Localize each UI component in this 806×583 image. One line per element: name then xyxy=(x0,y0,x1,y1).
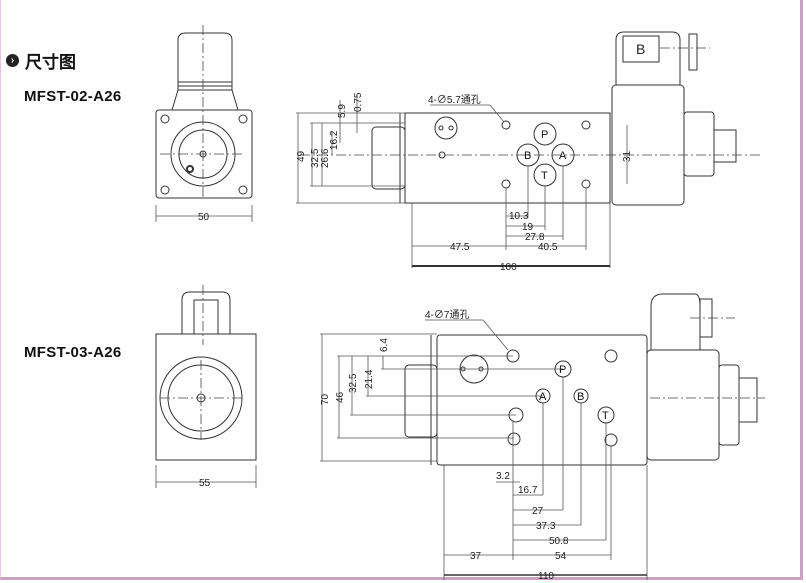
dim-v-49: 49 xyxy=(296,150,307,162)
front-view-02 xyxy=(155,25,253,222)
dim-h-27: 27 xyxy=(532,506,544,517)
dim-v-6.4: 6.4 xyxy=(379,338,390,352)
port-b-02: B xyxy=(524,150,531,162)
section-title-text: 尺寸图 xyxy=(25,53,76,73)
dim-h-3.2: 3.2 xyxy=(496,471,510,482)
dim-v-5.9: 5.9 xyxy=(337,104,348,118)
dim-h-47.5: 47.5 xyxy=(450,242,470,253)
port-t-02: T xyxy=(541,170,548,182)
dim-h-16.7: 16.7 xyxy=(518,485,538,496)
dim-v-21.4: 21.4 xyxy=(364,369,375,389)
front-width-02: 50 xyxy=(198,212,210,223)
dim-v-32.5b: 32.5 xyxy=(348,373,359,393)
dim-h-37: 37 xyxy=(470,551,482,562)
dim-v-70: 70 xyxy=(320,393,331,405)
section-title: › 尺寸图 xyxy=(6,48,76,73)
front-width-03: 55 xyxy=(199,478,211,489)
front-view-03 xyxy=(155,285,257,488)
port-p-02: P xyxy=(541,129,548,141)
dim-h-100: 100 xyxy=(500,262,517,273)
dim-h-54: 54 xyxy=(555,551,567,562)
model-label-02: MFST-02-A26 xyxy=(24,88,122,105)
port-a-03: A xyxy=(539,391,547,403)
dim-v-32.5: 32.5 xyxy=(310,148,321,168)
dim-h-110: 110 xyxy=(538,571,554,582)
dim-h-10.3: 10.3 xyxy=(509,211,529,222)
port-t-03: T xyxy=(602,410,609,422)
dim-v-26.6: 26.6 xyxy=(320,148,331,168)
dim-h-37.3: 37.3 xyxy=(536,521,556,532)
dim-v-16.2: 16.2 xyxy=(329,130,340,150)
side-view-02 xyxy=(296,31,760,268)
dim-h-50.8: 50.8 xyxy=(549,536,569,547)
dim-v-31: 31 xyxy=(622,150,633,162)
side-view-03 xyxy=(320,293,765,580)
hole-note-03: 4-∅7通孔 xyxy=(425,309,469,321)
connector-label: B xyxy=(636,41,645,57)
port-a-02: A xyxy=(559,150,567,162)
model-label-03: MFST-03-A26 xyxy=(24,344,122,361)
circle-arrow-icon: › xyxy=(6,54,19,67)
dim-v-0.75: 0.75 xyxy=(353,92,364,112)
dim-v-46: 46 xyxy=(335,391,346,403)
port-b-03: B xyxy=(577,391,584,403)
dim-h-40.5: 40.5 xyxy=(538,242,558,253)
dim-h-27.8: 27.8 xyxy=(525,232,545,243)
hole-note-02: 4-∅5.7通孔 xyxy=(428,94,481,106)
port-p-03: P xyxy=(559,364,566,376)
dim-h-19: 19 xyxy=(522,222,534,233)
